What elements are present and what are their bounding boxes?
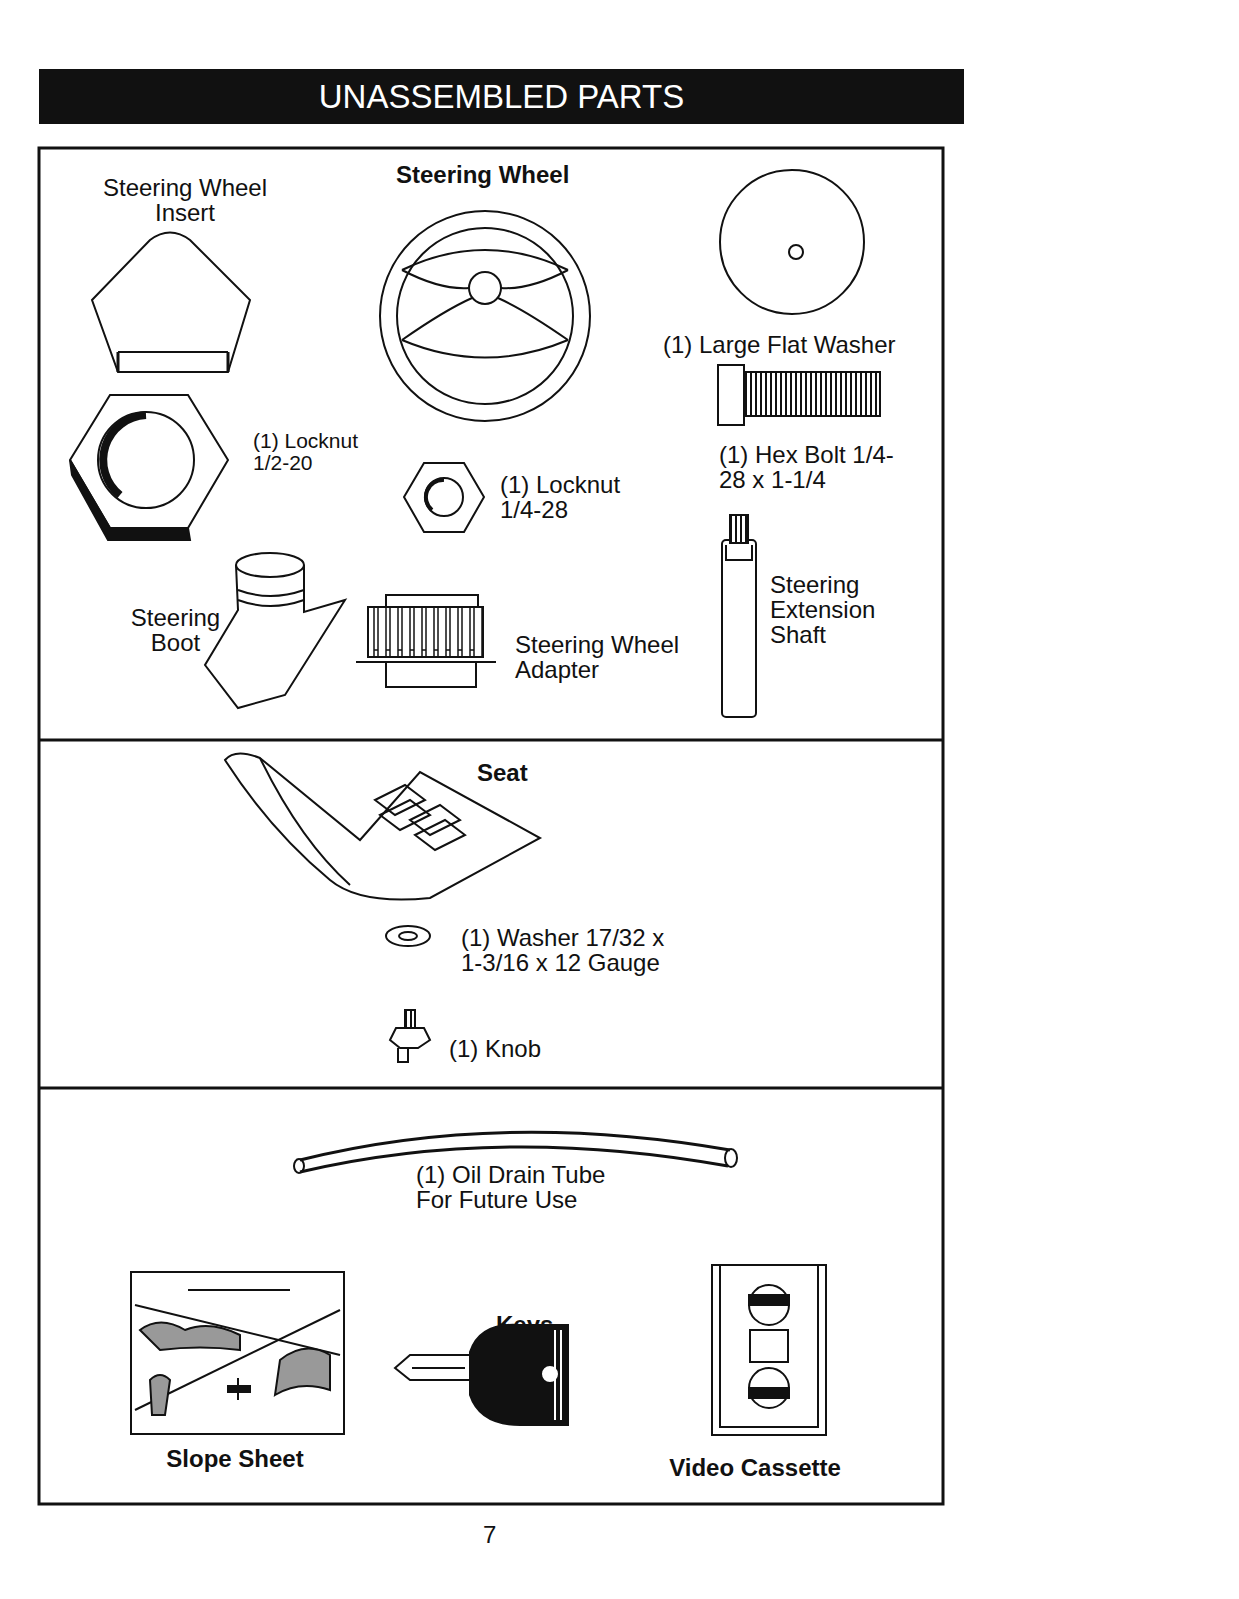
- part-label: (1) Hex Bolt 1/4-28 x 1-1/4: [719, 442, 899, 492]
- key-drawing: [395, 1325, 568, 1425]
- knob-drawing: [390, 1010, 430, 1062]
- part-label: Slope Sheet: [150, 1446, 320, 1471]
- washer-drawing: [720, 170, 864, 314]
- steering-wheel-drawing: [380, 211, 590, 421]
- page-title: UNASSEMBLED PARTS: [39, 69, 964, 124]
- part-label: Steering Extension Shaft: [770, 572, 895, 648]
- part-label: Video Cassette: [660, 1455, 850, 1480]
- part-label: Seat: [477, 760, 528, 785]
- divider: [39, 1087, 943, 1090]
- part-label: Steering Wheel: [396, 162, 569, 187]
- shaft-drawing: [722, 515, 756, 717]
- part-label: Steering Wheel Adapter: [515, 632, 700, 682]
- locknut-drawing: [70, 395, 228, 540]
- part-label: 7: [483, 1522, 496, 1547]
- frame: [39, 148, 943, 1504]
- part-label: Keys: [496, 1312, 553, 1337]
- part-label: (1) Large Flat Washer: [663, 332, 896, 357]
- seat-drawing: [225, 753, 540, 899]
- part-label: Steering Boot: [118, 605, 233, 655]
- part-label: (1) Locknut 1/2-20: [253, 430, 378, 474]
- divider: [39, 739, 943, 742]
- bolt-drawing: [718, 365, 880, 425]
- part-label: (1) Oil Drain Tube For Future Use: [416, 1162, 648, 1212]
- part-label: Steering Wheel Insert: [100, 175, 270, 225]
- adapter-drawing: [356, 595, 496, 687]
- boot-drawing: [205, 553, 345, 708]
- cassette-drawing: [712, 1265, 826, 1435]
- small-washer-drawing: [386, 926, 430, 946]
- part-label: (1) Washer 17/32 x 1-3/16 x 12 Gauge: [461, 925, 683, 975]
- slope-sheet-drawing: [131, 1272, 344, 1434]
- part-label: (1) Knob: [449, 1036, 541, 1061]
- insert-drawing: [92, 233, 250, 373]
- locknut-drawing: [404, 463, 484, 532]
- part-label: (1) Locknut 1/4-28: [500, 472, 635, 522]
